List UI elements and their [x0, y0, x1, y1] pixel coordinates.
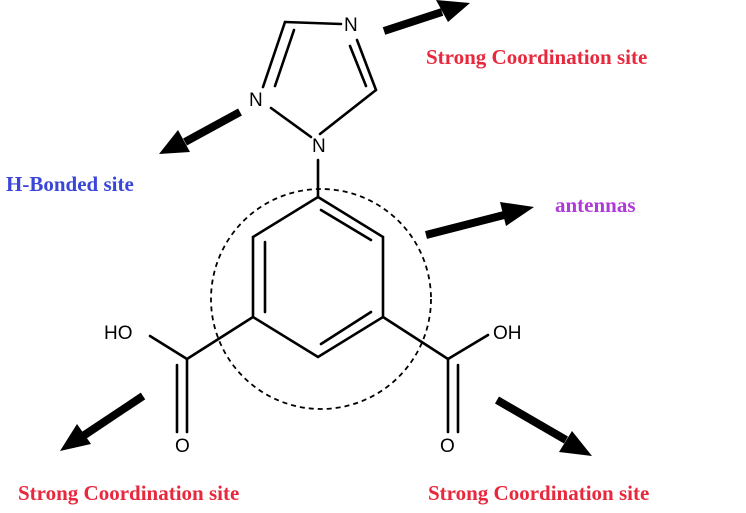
bond-c5-n4	[355, 38, 378, 92]
arrow-antennas	[425, 202, 534, 239]
right-carboxyl-group	[381, 315, 490, 434]
arrow-hbond	[159, 108, 242, 154]
bond-c-oh-right	[446, 333, 490, 361]
bond-n4-c3	[283, 20, 343, 26]
label-h-bonded-site: H-Bonded site	[6, 172, 134, 196]
arrow-bottom-left-head	[60, 424, 91, 451]
arrow-top-right-head	[436, 0, 470, 22]
bond-n1-c5	[318, 88, 378, 136]
arrow-bottom-right	[494, 396, 592, 456]
bond-ring-c-left	[185, 315, 255, 361]
benzene-hexagon	[251, 195, 385, 359]
bond-c3-n2	[261, 20, 287, 89]
arrow-antennas-shaft	[425, 210, 509, 239]
arrow-top-right	[382, 0, 470, 35]
arrow-bottom-left	[60, 392, 146, 451]
arrow-bottom-left-shaft	[80, 392, 146, 440]
arrow-bottom-right-shaft	[494, 396, 569, 444]
label-strong-coordination-bottom-left: Strong Coordination site	[18, 481, 239, 505]
hydroxyl-left-atom: HO	[104, 323, 133, 344]
arrow-hbond-shaft	[183, 108, 242, 146]
arrow-top-right-shaft	[382, 8, 444, 35]
bond-c3-n2-double	[273, 28, 296, 88]
arrow-hbond-head	[159, 130, 190, 154]
triazole-n2-atom: N	[249, 90, 263, 111]
bond-ring-c-right	[381, 315, 450, 361]
antenna-dashed-circle	[210, 188, 432, 410]
hydroxyl-right-atom: OH	[493, 323, 522, 344]
triazole-n1-atom: N	[312, 136, 326, 157]
bond-c5-n4-double	[348, 44, 368, 88]
label-strong-coordination-top: Strong Coordination site	[426, 45, 647, 69]
arrow-bottom-right-head	[559, 431, 592, 456]
triazole-n4-atom: N	[344, 15, 358, 36]
carbonyl-o-right-atom: O	[440, 436, 455, 457]
left-carboxyl-group	[148, 315, 255, 434]
label-antennas: antennas	[555, 193, 636, 217]
label-strong-coordination-bottom-right: Strong Coordination site	[428, 481, 649, 505]
arrow-antennas-head	[500, 202, 534, 226]
bond-n2-n1	[269, 106, 313, 139]
benzene-inner-bond-2	[319, 310, 373, 346]
benzene-inner-bond-1	[319, 208, 373, 242]
benzene-ring	[251, 195, 385, 359]
bond-c-oh-left	[148, 334, 189, 361]
triazole-ring	[261, 20, 378, 139]
carbonyl-o-left-atom: O	[175, 436, 190, 457]
